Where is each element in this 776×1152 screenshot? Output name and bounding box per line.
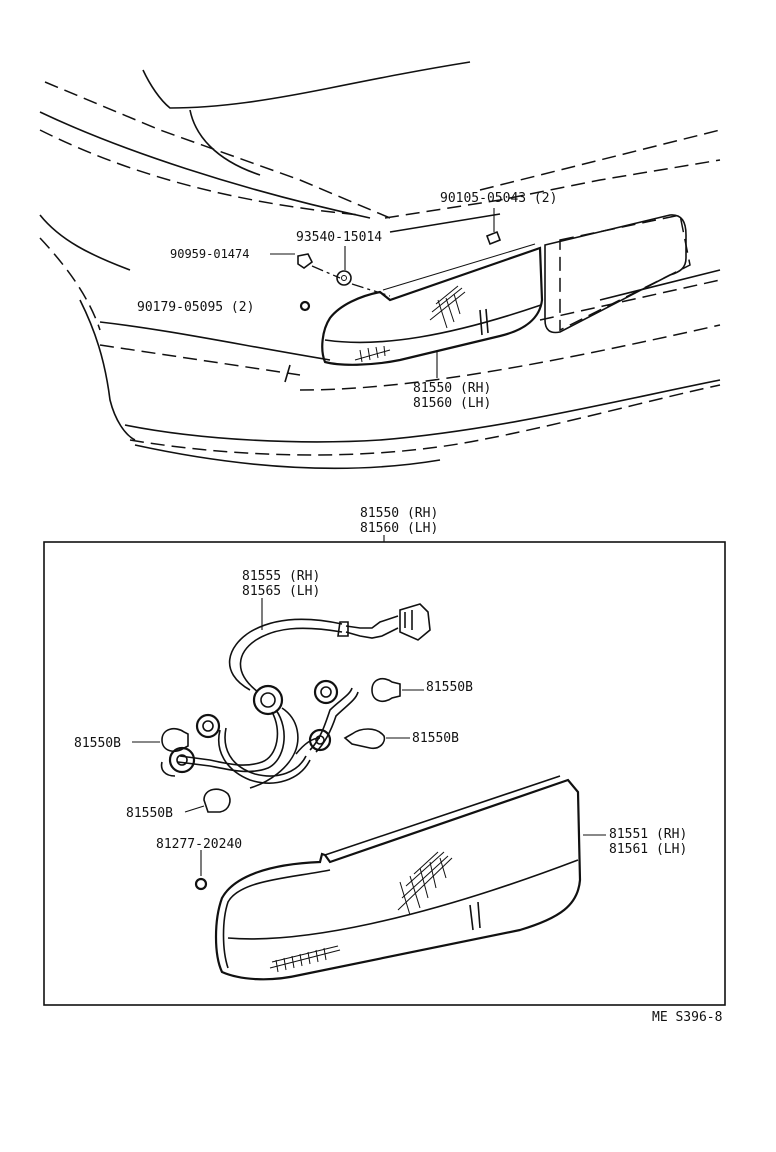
- socket-icon: [160, 746, 196, 777]
- socket-icon: [308, 728, 332, 752]
- label-bulb-b: 81550B: [412, 731, 459, 746]
- label-socket-lh: 81565 (LH): [242, 584, 320, 599]
- socket-icon: [313, 679, 339, 705]
- vehicle-body-outline: [39, 61, 721, 470]
- label-bulb-a: 81550B: [426, 680, 473, 695]
- bulb-icon: [343, 728, 410, 750]
- label-bolt: 90105-05043 (2): [440, 191, 557, 206]
- assembly-title-lh: 81560 (LH): [360, 521, 438, 536]
- clip-icon: [270, 253, 341, 279]
- socket-icon: [195, 713, 221, 739]
- label-bulb-d: 81550B: [126, 806, 173, 821]
- bulb-icon: [184, 788, 231, 813]
- assembly-frame: [43, 541, 726, 1006]
- diagram-code: ME S396-8: [652, 1010, 722, 1025]
- grommet-icon: [299, 300, 311, 312]
- bulb-icon: [132, 727, 189, 753]
- socket-and-wire-assembly: [160, 603, 431, 789]
- rear-lamp-installed: [321, 243, 544, 366]
- label-lens-lh: 81561 (LH): [609, 842, 687, 857]
- lamp-lens: [214, 775, 606, 981]
- label-lamp-lh: 81560 (LH): [413, 396, 491, 411]
- label-socket-rh: 81555 (RH): [242, 569, 320, 584]
- gasket-icon: [194, 850, 208, 891]
- label-gasket: 81277-20240: [156, 837, 242, 852]
- label-bulb-c: 81550B: [74, 736, 121, 751]
- label-nut: 93540-15014: [296, 230, 382, 245]
- nut-icon: [336, 246, 391, 297]
- assembly-title-rh: 81550 (RH): [360, 506, 438, 521]
- label-lens-rh: 81551 (RH): [609, 827, 687, 842]
- label-clip: 90959-01474: [170, 247, 249, 261]
- bulb-icon: [371, 677, 424, 703]
- label-grommet: 90179-05095 (2): [137, 300, 254, 315]
- bolt-icon: [485, 208, 502, 246]
- label-lamp-rh: 81550 (RH): [413, 381, 491, 396]
